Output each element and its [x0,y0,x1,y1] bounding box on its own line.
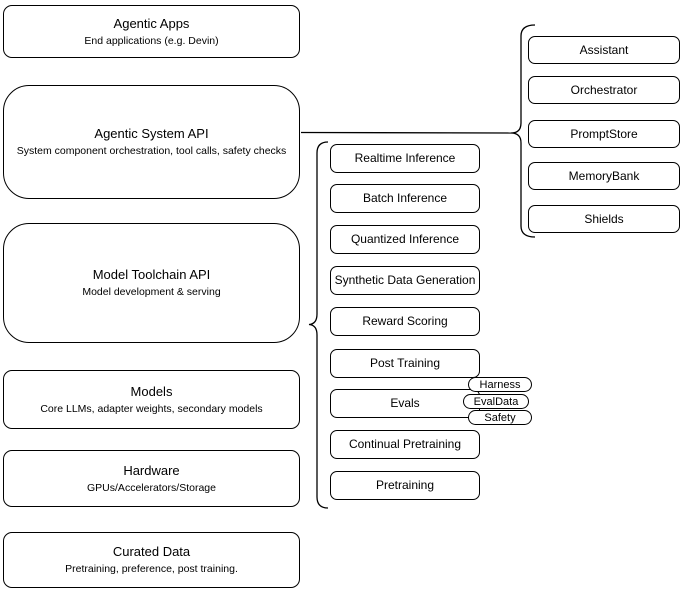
node-label: Shields [584,211,624,226]
node-title: Agentic Apps [113,15,190,31]
node-label: Synthetic Data Generation [334,273,476,287]
tag-label: Safety [484,411,516,424]
node-shields: Shields [528,205,680,233]
node-reward-scoring: Reward Scoring [330,307,480,336]
node-label: Orchestrator [570,82,638,97]
node-synthetic-data-generation: Synthetic Data Generation [330,266,480,295]
node-evals: Evals [330,389,480,418]
node-subtitle: Pretraining, preference, post training. [65,563,238,575]
node-subtitle: Model development & serving [82,286,221,298]
curly-brace-toolchain-group [308,141,329,509]
node-label: Quantized Inference [350,232,460,246]
node-orchestrator: Orchestrator [528,76,680,104]
node-label: Realtime Inference [354,151,456,165]
node-label: MemoryBank [568,168,640,183]
node-title: Hardware [123,462,180,478]
node-label: Batch Inference [362,191,448,205]
tag-safety: Safety [468,410,532,425]
node-subtitle: System component orchestration, tool cal… [16,145,287,157]
node-label: Post Training [369,356,441,370]
node-title: Models [130,383,173,399]
node-realtime-inference: Realtime Inference [330,144,480,173]
node-label: Assistant [579,42,629,57]
node-label: Pretraining [375,478,435,492]
node-agentic-system-api: Agentic System API System component orch… [3,85,300,199]
node-model-toolchain-api: Model Toolchain API Model development & … [3,223,300,343]
node-promptstore: PromptStore [528,120,680,148]
tag-label: Harness [479,378,521,391]
node-quantized-inference: Quantized Inference [330,225,480,254]
node-label: Evals [390,396,420,410]
node-title: Agentic System API [94,126,209,141]
tag-harness: Harness [468,377,532,392]
tag-label: EvalData [473,395,519,408]
tag-evaldata: EvalData [463,394,529,409]
node-agentic-apps: Agentic Apps End applications (e.g. Devi… [3,5,300,58]
node-title: Curated Data [112,544,191,559]
connector-line-system-api-to-system-group [300,131,512,134]
node-label: Reward Scoring [362,314,448,328]
node-subtitle: Core LLMs, adapter weights, secondary mo… [40,402,263,415]
node-subtitle: GPUs/Accelerators/Storage [87,481,216,494]
node-subtitle: End applications (e.g. Devin) [84,34,219,47]
node-continual-pretraining: Continual Pretraining [330,430,480,459]
node-label: Continual Pretraining [348,437,462,451]
node-pretraining: Pretraining [330,471,480,500]
node-curated-data: Curated Data Pretraining, preference, po… [3,532,300,588]
node-title: Model Toolchain API [92,267,211,282]
node-batch-inference: Batch Inference [330,184,480,213]
node-label: PromptStore [570,126,638,141]
node-post-training: Post Training [330,349,480,378]
node-assistant: Assistant [528,36,680,64]
node-hardware: Hardware GPUs/Accelerators/Storage [3,450,300,507]
node-memorybank: MemoryBank [528,162,680,190]
node-models: Models Core LLMs, adapter weights, secon… [3,370,300,429]
